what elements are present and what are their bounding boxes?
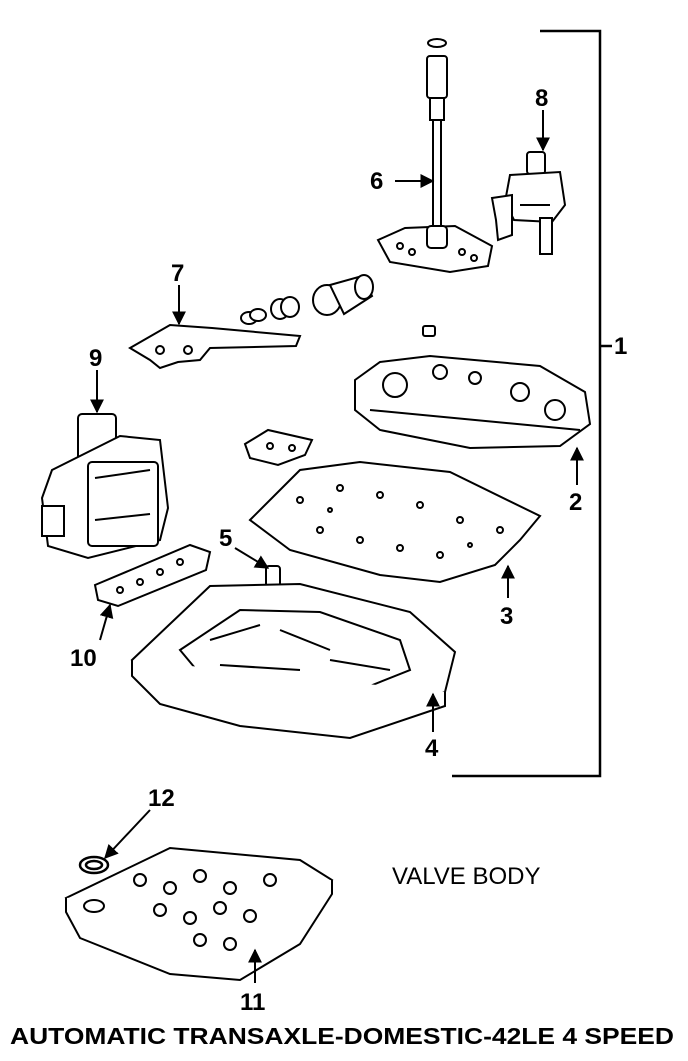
part-3-separator-plate <box>248 460 542 584</box>
part-6-filter-tube <box>376 38 494 274</box>
part-8-sensor <box>490 151 567 255</box>
callout-9: 9 <box>89 345 102 372</box>
bracket-line <box>452 29 612 778</box>
small-cover-plate <box>243 428 314 467</box>
callout-3: 3 <box>500 603 513 630</box>
callout-2: 2 <box>569 489 582 516</box>
callout-12: 12 <box>148 785 175 812</box>
callout-6: 6 <box>370 168 383 195</box>
diagram-footer-title: AUTOMATIC TRANSAXLE-DOMESTIC-42LE 4 SPEE… <box>10 1023 674 1049</box>
diagram-caption: VALVE BODY <box>392 863 541 890</box>
part-4-lower-valve-body <box>130 582 457 740</box>
callout-5: 5 <box>219 525 232 552</box>
callout-1: 1 <box>614 333 627 360</box>
part-11-filter <box>64 846 334 982</box>
callout-8: 8 <box>535 85 548 112</box>
part-7-bracket-and-springs <box>128 274 374 370</box>
callout-11: 11 <box>240 989 265 1016</box>
callout-4: 4 <box>425 735 439 762</box>
callout-10: 10 <box>70 645 97 672</box>
part-10-plate <box>93 543 212 608</box>
callout-7: 7 <box>171 260 184 287</box>
part-2-valve-body <box>354 325 592 450</box>
part-12-o-ring <box>78 855 110 875</box>
part-9-solenoid-assembly <box>40 413 170 560</box>
leader-lines <box>90 110 584 983</box>
